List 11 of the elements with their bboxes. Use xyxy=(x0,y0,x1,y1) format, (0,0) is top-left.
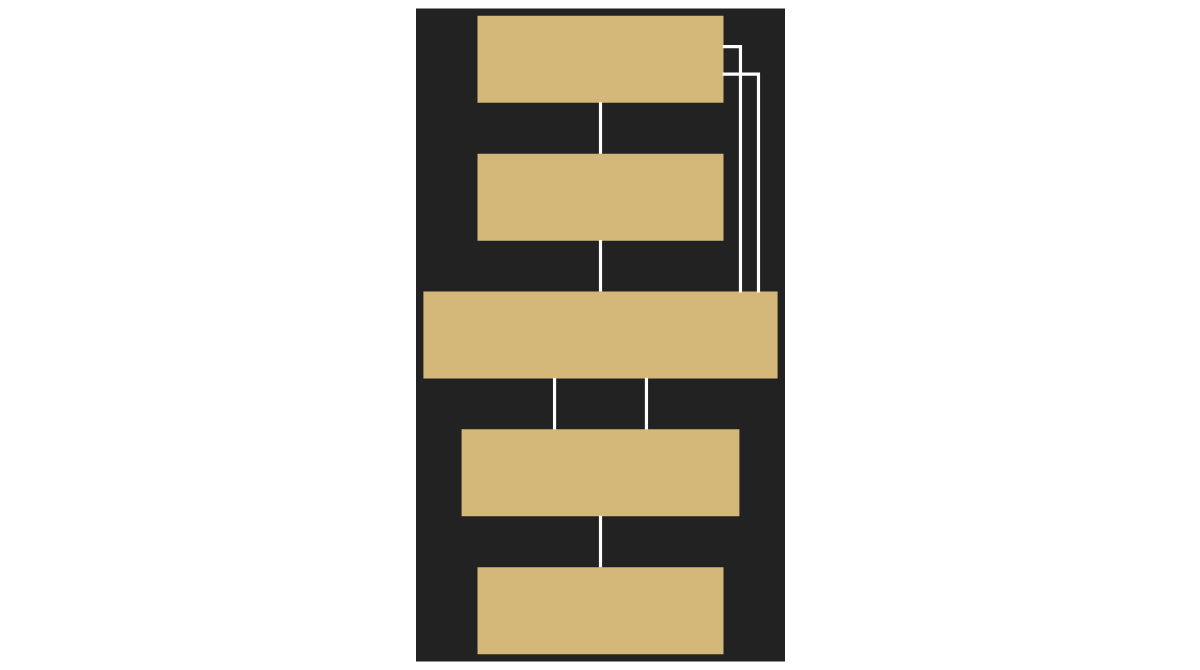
connector xyxy=(552,377,556,430)
node-box xyxy=(477,567,723,655)
connector xyxy=(598,102,602,154)
node-box xyxy=(422,291,778,379)
connector xyxy=(598,240,602,292)
node-box xyxy=(477,153,723,241)
node-box xyxy=(477,15,723,103)
connector xyxy=(644,377,648,430)
connector xyxy=(722,72,760,293)
connector xyxy=(598,515,602,568)
node-box xyxy=(461,429,739,517)
